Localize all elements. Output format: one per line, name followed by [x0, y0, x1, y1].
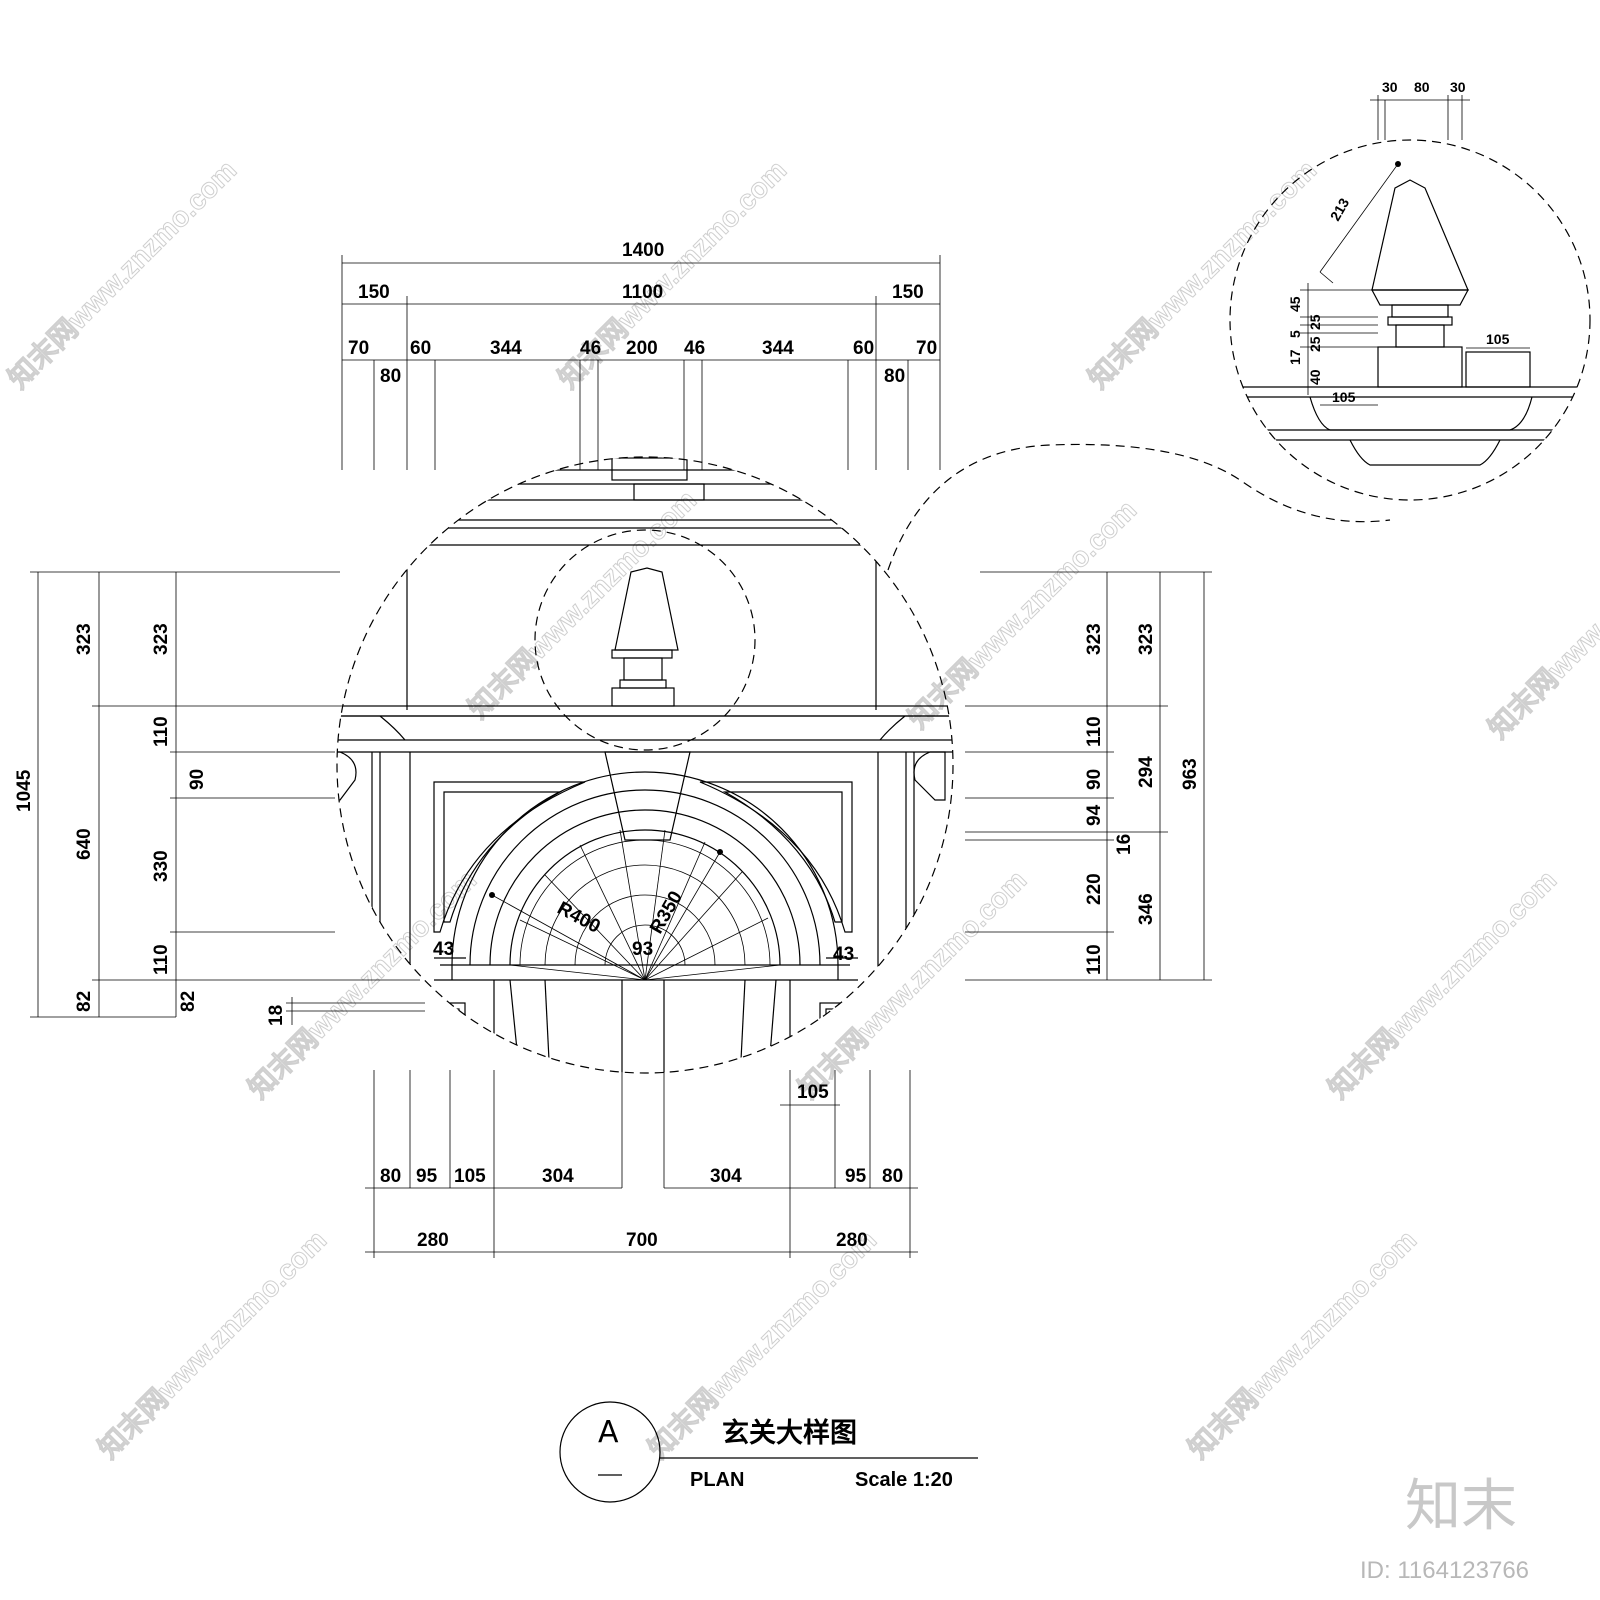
- section-symbol-circle: [559, 1401, 661, 1503]
- dim-bottom-row1: 304: [542, 1166, 574, 1187]
- dim-top-row2-1: 150: [358, 282, 390, 303]
- dim-left-inner: 110: [151, 944, 172, 975]
- finial-detail: 30 80 30 213 45 25 17 5 25 40 105 105: [1229, 79, 1591, 501]
- detail-side-dim: 105: [1486, 331, 1510, 347]
- dim-bottom-row1: 80: [882, 1166, 903, 1187]
- detail-top-dim: 30: [1382, 79, 1398, 95]
- dim-bottom-row2: 280: [836, 1230, 868, 1251]
- dim-top-row3-sub: 80: [380, 366, 401, 387]
- dim-bottom-row1: 304: [710, 1166, 742, 1187]
- drawing-view: PLAN: [690, 1469, 744, 1491]
- dim-top-row2-2: 1100: [622, 282, 663, 303]
- finial-detail-callout: [534, 529, 756, 751]
- section-symbol-letter: A: [598, 1415, 619, 1450]
- watermark-layer: 知末网www.znzmo.com 知末网www.znzmo.com 知末网www…: [1, 153, 1600, 1465]
- dim-right-mid: 294: [1136, 756, 1157, 788]
- dim-left-small: 18: [266, 1005, 287, 1026]
- detail-left-dim: 25: [1307, 314, 1323, 330]
- arch-side-dim: 43: [433, 939, 454, 960]
- dim-top-row3: 60: [410, 338, 431, 359]
- dim-top-total: 1400: [622, 240, 664, 261]
- dim-top-row3: 46: [580, 338, 601, 359]
- detail-left-dim: 5: [1287, 330, 1303, 338]
- top-dimensions: 1400 150 1100 150 70 60 344 46 200 46 34…: [341, 240, 941, 470]
- dim-right-outer: 963: [1180, 758, 1201, 790]
- dim-top-row3: 70: [348, 338, 369, 359]
- dim-left-inner: 330: [151, 850, 172, 882]
- dim-right-inner: 90: [1084, 769, 1105, 790]
- watermark-text: 知末网www.znzmo.com: [2, 153, 243, 394]
- watermark-text: 知末网www.znzmo.com: [902, 493, 1143, 734]
- dim-top-row3: 344: [762, 338, 794, 359]
- dim-bottom-row1: 105: [454, 1166, 486, 1187]
- dim-left-inner: 82: [178, 991, 199, 1012]
- dim-bottom-extra: 105: [797, 1082, 829, 1103]
- detail-left-dim: 25: [1307, 336, 1323, 352]
- title-block: A 玄关大样图 PLAN Scale 1:20: [559, 1401, 978, 1503]
- elevation-detail-circle: [336, 456, 954, 1074]
- left-dimensions: 1045 323 640 82 323 110 90 330 110 82 18: [14, 571, 425, 1026]
- callout-leader: [887, 443, 1391, 571]
- detail-circle-outline: [1229, 139, 1591, 501]
- dim-bottom-row1: 95: [416, 1166, 438, 1187]
- arch-side-dim: 43: [833, 944, 854, 965]
- dim-left-inner: 323: [151, 623, 172, 655]
- dim-top-row3-sub: 80: [884, 366, 905, 387]
- dim-left-mid: 323: [74, 623, 95, 655]
- dim-right-mid: 346: [1136, 893, 1157, 925]
- dim-bottom-row1: 95: [845, 1166, 867, 1187]
- image-id: ID: 1164123766: [1360, 1557, 1529, 1584]
- dim-right-inner: 110: [1084, 944, 1105, 975]
- drawing-scale: Scale 1:20: [855, 1469, 953, 1491]
- dim-right-inner: 16: [1114, 834, 1135, 855]
- dim-left-inner: 90: [187, 769, 208, 790]
- dim-right-inner: 220: [1084, 873, 1105, 905]
- dim-top-row3: 200: [626, 338, 658, 359]
- detail-left-dim: 40: [1307, 369, 1323, 385]
- dim-left-outer: 1045: [14, 769, 35, 812]
- dim-right-inner: 110: [1084, 716, 1105, 747]
- watermark-text: 知末网www.znzmo.com: [1322, 863, 1563, 1104]
- dim-bottom-row2: 700: [626, 1230, 658, 1251]
- watermark-text: 知末网www.znzmo.com: [242, 863, 483, 1104]
- detail-left-dim: 17: [1287, 349, 1303, 365]
- arch-center-dim: 93: [632, 939, 653, 960]
- detail-top-dim: 80: [1414, 79, 1430, 95]
- dim-left-inner: 110: [151, 716, 172, 747]
- dim-right-mid: 323: [1136, 623, 1157, 655]
- dim-top-row3: 70: [916, 338, 937, 359]
- watermark-text: 知末网www.znzmo.com: [1182, 1223, 1423, 1464]
- dim-right-inner: 323: [1084, 623, 1105, 655]
- dim-left-mid: 640: [74, 828, 95, 860]
- detail-slant-dim: 213: [1327, 195, 1353, 223]
- detail-top-dim: 30: [1450, 79, 1466, 95]
- dim-top-row3: 46: [684, 338, 705, 359]
- dim-left-mid: 82: [74, 991, 95, 1012]
- dim-top-row3: 344: [490, 338, 522, 359]
- dim-bottom-row2: 280: [417, 1230, 449, 1251]
- drawing-title: 玄关大样图: [722, 1417, 857, 1449]
- dim-top-row3: 60: [853, 338, 874, 359]
- radius-label: R400: [554, 898, 604, 938]
- watermark-text: 知末网www.znzmo.com: [792, 863, 1033, 1104]
- watermark-text: 知末网www.znzmo.com: [92, 1223, 333, 1464]
- brand-logo: 知末: [1405, 1474, 1517, 1539]
- dim-right-inner: 94: [1084, 804, 1105, 826]
- dim-bottom-row1: 80: [380, 1166, 401, 1187]
- watermark-text: 知末网www.znzmo.com: [1482, 503, 1600, 744]
- detail-left-dim: 45: [1287, 296, 1303, 312]
- right-dimensions: 323 110 90 94 16 220 110 323 294 346 963: [965, 571, 1212, 981]
- bottom-dimensions: 80 95 105 304 304 95 80 105 280 700 280: [365, 1070, 918, 1258]
- detail-bottom-dim: 105: [1332, 389, 1356, 405]
- dim-top-row2-3: 150: [892, 282, 924, 303]
